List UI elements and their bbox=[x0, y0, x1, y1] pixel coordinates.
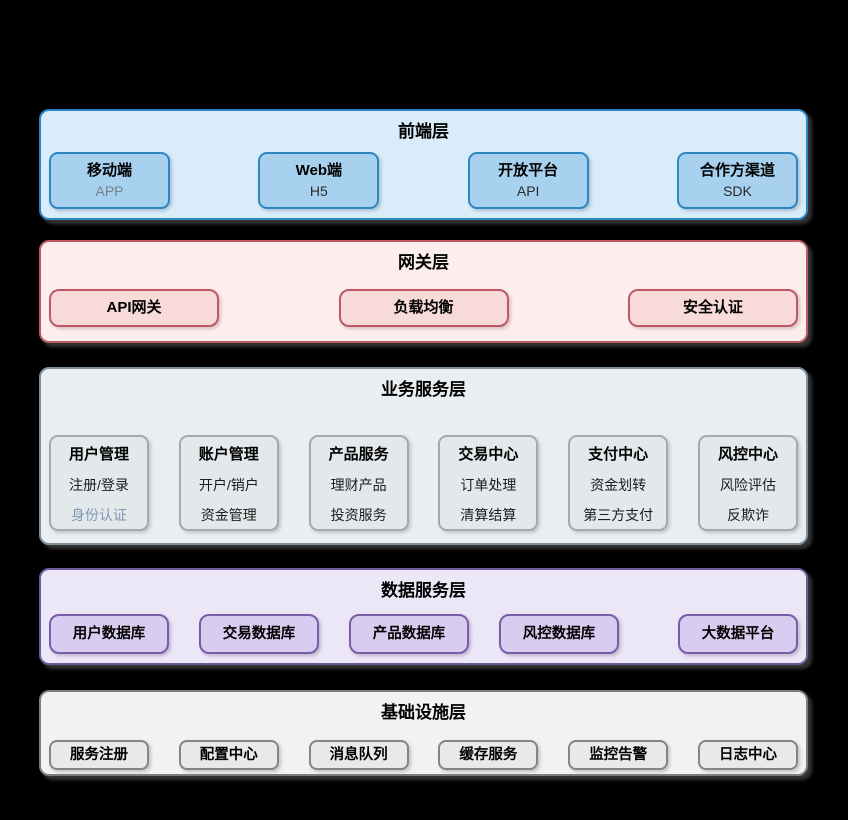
box-user-mgmt-line2: 身份认证 bbox=[71, 507, 127, 523]
box-payment-center: 支付中心 资金划转 第三方支付 bbox=[568, 435, 669, 531]
box-user-db: 用户数据库 bbox=[49, 614, 169, 654]
box-product-service: 产品服务 理财产品 投资服务 bbox=[308, 435, 409, 531]
box-open-platform-title: 开放平台 bbox=[498, 162, 559, 179]
box-trade-db: 交易数据库 bbox=[199, 614, 319, 654]
box-web-subtitle: H5 bbox=[309, 183, 328, 199]
box-partner-channel: 合作方渠道 SDK bbox=[676, 152, 798, 209]
layer-infra: 基础设施层 服务注册 配置中心 消息队列 缓存服务 监控告警 日志中心 bbox=[39, 690, 808, 776]
box-product-service-line1: 理财产品 bbox=[330, 477, 387, 493]
box-trade-center-title: 交易中心 bbox=[458, 446, 519, 463]
box-mobile-title: 移动端 bbox=[86, 162, 132, 179]
box-service-registry: 服务注册 bbox=[49, 740, 149, 770]
layer-title-frontend: 前端层 bbox=[398, 122, 449, 141]
box-config-center: 配置中心 bbox=[178, 740, 279, 770]
box-account-mgmt-line1: 开户/销户 bbox=[198, 477, 259, 493]
box-monitor-alert: 监控告警 bbox=[568, 740, 669, 770]
box-mobile-subtitle: APP bbox=[95, 183, 124, 199]
box-bigdata-platform: 大数据平台 bbox=[678, 614, 798, 654]
box-partner-channel-title: 合作方渠道 bbox=[699, 162, 775, 179]
infra-box-row: 服务注册 配置中心 消息队列 缓存服务 监控告警 日志中心 bbox=[41, 740, 806, 770]
box-api-gateway: API网关 bbox=[49, 289, 219, 327]
box-trade-center-line1: 订单处理 bbox=[460, 477, 517, 493]
box-trade-center: 交易中心 订单处理 清算结算 bbox=[438, 435, 539, 531]
box-user-mgmt-line1: 注册/登录 bbox=[69, 477, 129, 493]
box-account-mgmt: 账户管理 开户/销户 资金管理 bbox=[178, 435, 279, 531]
layer-title-business: 业务服务层 bbox=[381, 380, 466, 399]
data-box-row: 用户数据库 交易数据库 产品数据库 风控数据库 大数据平台 bbox=[41, 614, 806, 654]
layer-title-data: 数据服务层 bbox=[381, 581, 466, 600]
box-security-auth: 安全认证 bbox=[628, 289, 798, 327]
layer-gateway: 网关层 API网关 负载均衡 安全认证 bbox=[39, 240, 808, 343]
box-user-mgmt: 用户管理 注册/登录 身份认证 bbox=[49, 435, 149, 531]
box-user-mgmt-title: 用户管理 bbox=[68, 446, 129, 463]
box-payment-center-line1: 资金划转 bbox=[590, 477, 647, 493]
frontend-box-row: 移动端 APP Web端 H5 开放平台 API 合作方渠道 SDK bbox=[41, 152, 806, 209]
box-account-mgmt-title: 账户管理 bbox=[198, 446, 259, 463]
box-product-service-title: 产品服务 bbox=[328, 446, 389, 463]
box-web: Web端 H5 bbox=[258, 152, 380, 209]
box-trade-center-line2: 清算结算 bbox=[460, 507, 517, 523]
box-risk-center-line2: 反欺诈 bbox=[726, 507, 769, 523]
box-open-platform-subtitle: API bbox=[516, 183, 540, 199]
layer-data: 数据服务层 用户数据库 交易数据库 产品数据库 风控数据库 大数据平台 bbox=[39, 568, 808, 665]
box-risk-center: 风控中心 风险评估 反欺诈 bbox=[697, 435, 798, 531]
box-cache-service: 缓存服务 bbox=[438, 740, 539, 770]
box-product-service-line2: 投资服务 bbox=[330, 507, 387, 523]
layer-title-infra: 基础设施层 bbox=[381, 703, 466, 722]
box-partner-channel-subtitle: SDK bbox=[723, 183, 752, 199]
layer-business: 业务服务层 用户管理 注册/登录 身份认证 账户管理 开户/销户 资金管理 产品… bbox=[39, 367, 808, 545]
box-mobile: 移动端 APP bbox=[49, 152, 170, 209]
box-load-balancer: 负载均衡 bbox=[338, 289, 509, 327]
box-risk-center-line1: 风险评估 bbox=[719, 477, 776, 493]
gateway-box-row: API网关 负载均衡 安全认证 bbox=[41, 289, 806, 327]
box-open-platform: 开放平台 API bbox=[467, 152, 589, 209]
box-payment-center-title: 支付中心 bbox=[588, 446, 649, 463]
box-product-db: 产品数据库 bbox=[349, 614, 469, 654]
box-log-center: 日志中心 bbox=[697, 740, 798, 770]
box-risk-db: 风控数据库 bbox=[499, 614, 619, 654]
box-account-mgmt-line2: 资金管理 bbox=[200, 507, 257, 523]
box-web-title: Web端 bbox=[295, 162, 343, 179]
box-risk-center-title: 风控中心 bbox=[717, 446, 778, 463]
business-box-row: 用户管理 注册/登录 身份认证 账户管理 开户/销户 资金管理 产品服务 理财产… bbox=[41, 435, 806, 531]
layer-title-gateway: 网关层 bbox=[398, 253, 449, 272]
box-payment-center-line2: 第三方支付 bbox=[583, 507, 654, 523]
layer-frontend: 前端层 移动端 APP Web端 H5 开放平台 API 合作方渠道 SDK bbox=[39, 109, 808, 220]
box-message-queue: 消息队列 bbox=[308, 740, 409, 770]
